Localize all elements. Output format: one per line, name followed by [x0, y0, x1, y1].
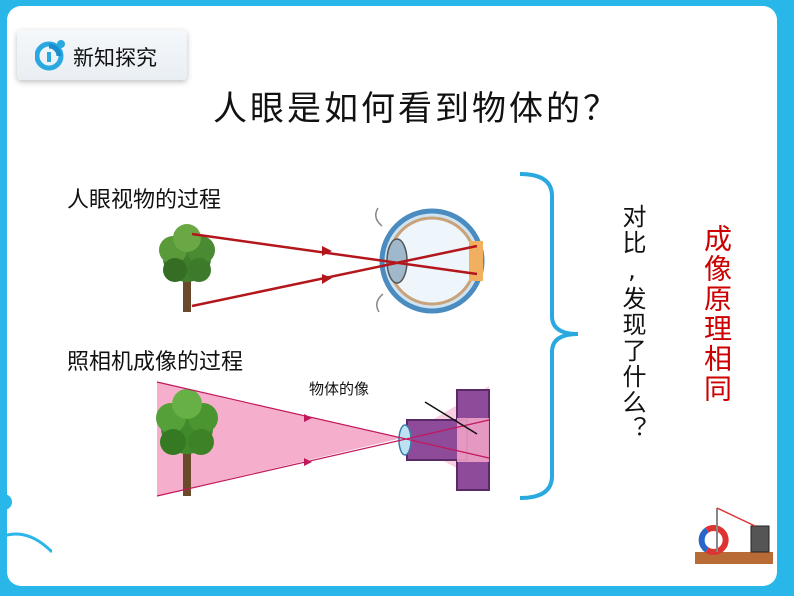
info-logo-icon: [35, 40, 65, 71]
image-label: 物体的像: [309, 380, 370, 398]
eyeball-icon: [375, 207, 485, 314]
camera-light-rays: [156, 381, 490, 497]
camera-process-label: 照相机成像的过程: [67, 350, 244, 375]
curly-brace-icon: [519, 172, 579, 500]
tree-icon: [156, 389, 218, 496]
eye-diagram: [159, 207, 485, 314]
compare-question: 对比,发现了什么？: [618, 204, 646, 442]
slide-frame: 新知探究 人眼是如何看到物体的？ 人眼视物的过程: [7, 6, 777, 586]
lab-apparatus-icon: [695, 507, 773, 564]
main-question: 人眼是如何看到物体的？: [213, 89, 620, 129]
section-title: 新知探究: [73, 46, 157, 70]
camera-body-icon: [398, 389, 490, 491]
camera-diagram: [156, 381, 490, 497]
answer-text: 成像原理相同: [700, 224, 733, 404]
corner-decoration: [0, 494, 52, 554]
eye-process-label: 人眼视物的过程: [67, 188, 222, 213]
eye-light-rays: [191, 232, 478, 308]
section-header: 新知探究: [17, 30, 187, 80]
tree-icon: [159, 224, 215, 312]
